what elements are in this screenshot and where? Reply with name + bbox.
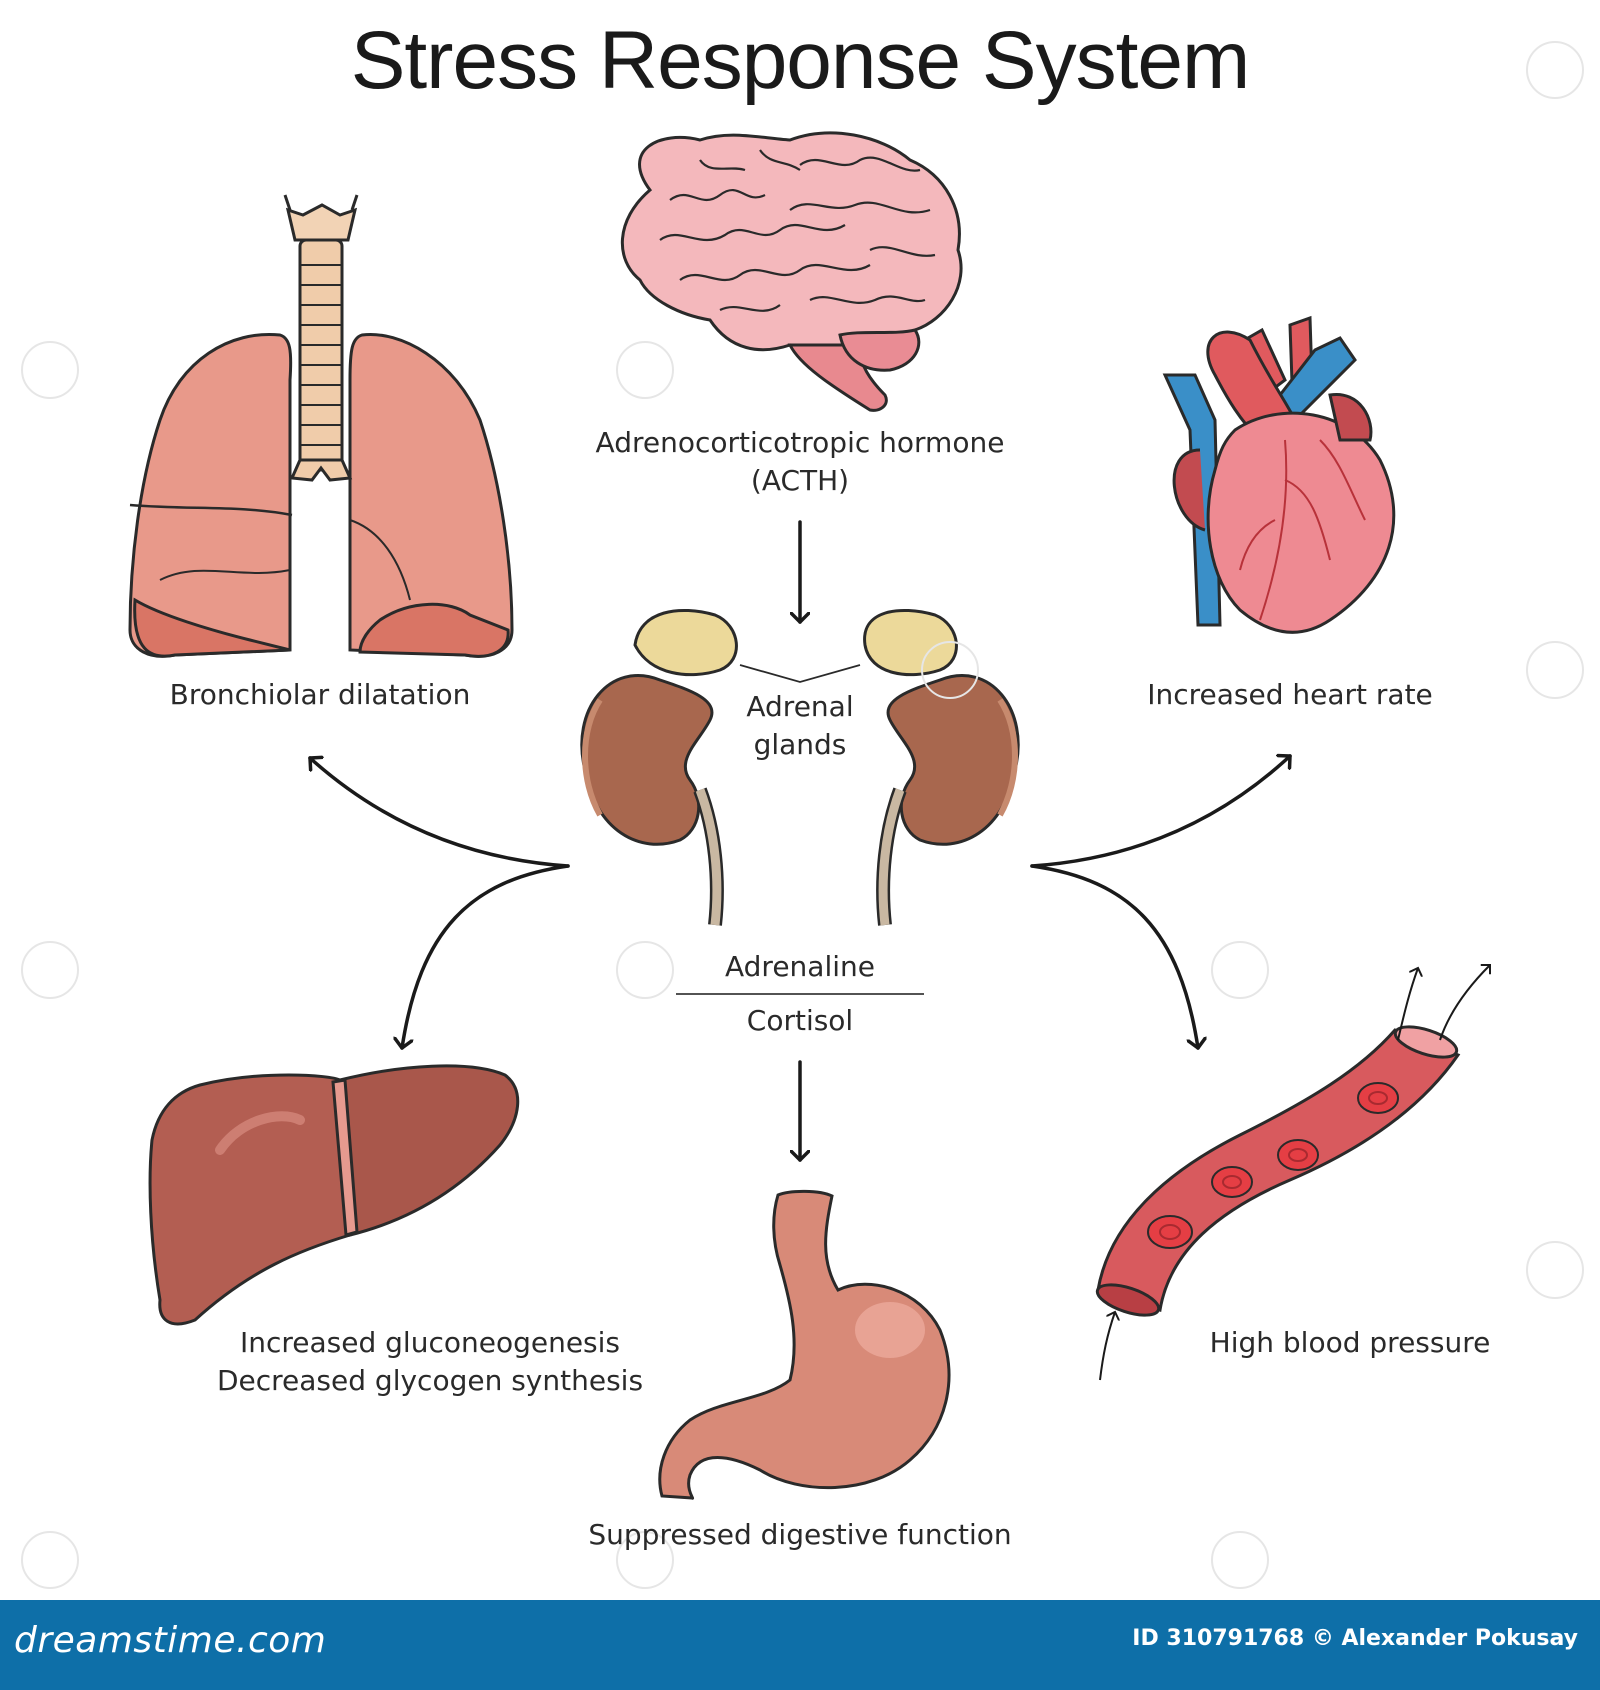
acth-label-line1: Adrenocorticotropic hormone bbox=[595, 426, 1005, 459]
arrow-to-heart bbox=[1030, 756, 1292, 868]
adrenal-label-line1: Adrenal bbox=[746, 690, 854, 723]
lungs-label: Bronchiolar dilatation bbox=[169, 678, 471, 711]
vessel-label: High blood pressure bbox=[1209, 1326, 1491, 1359]
pressure-arrows bbox=[1099, 965, 1490, 1381]
liver-label-line1: Increased gluconeogenesis bbox=[239, 1326, 621, 1359]
stomach-label: Suppressed digestive function bbox=[588, 1518, 1012, 1551]
diagram-title: Stress Response System bbox=[350, 15, 1251, 106]
footer-bar: dreamstime.com ID 310791768 © Alexander … bbox=[0, 1600, 1600, 1690]
site-logo: dreamstime.com bbox=[14, 1620, 327, 1661]
adrenal-kidneys-illustration bbox=[580, 608, 1020, 926]
adrenal-label: Adrenal glands bbox=[700, 688, 900, 764]
arrow-to-vessel bbox=[1030, 864, 1198, 1050]
liver-illustration bbox=[148, 1064, 520, 1326]
adrenal-label-line2: glands bbox=[753, 728, 847, 761]
adrenaline-label: Adrenaline bbox=[725, 950, 875, 983]
liver-label: Increased gluconeogenesis Decreased glyc… bbox=[180, 1324, 680, 1400]
stomach-illustration bbox=[658, 1189, 951, 1500]
heart-illustration bbox=[1162, 315, 1396, 634]
cortisol-label: Cortisol bbox=[746, 1004, 854, 1037]
blood-vessel-illustration bbox=[1095, 1025, 1461, 1317]
acth-label-line2: (ACTH) bbox=[750, 464, 850, 497]
diagram-artwork bbox=[21, 41, 1584, 1589]
image-credit: ID 310791768 © Alexander Pokusay bbox=[1132, 1626, 1578, 1651]
arrow-to-liver bbox=[402, 864, 570, 1050]
heart-label: Increased heart rate bbox=[1147, 678, 1433, 711]
brain-illustration bbox=[620, 131, 963, 412]
lungs-illustration bbox=[128, 194, 514, 658]
arrow-to-lungs bbox=[308, 758, 570, 868]
watermark-pattern bbox=[21, 41, 1584, 1589]
flow-arrows bbox=[308, 520, 1292, 1162]
acth-label: Adrenocorticotropic hormone (ACTH) bbox=[580, 424, 1020, 500]
liver-label-line2: Decreased glycogen synthesis bbox=[216, 1364, 644, 1397]
